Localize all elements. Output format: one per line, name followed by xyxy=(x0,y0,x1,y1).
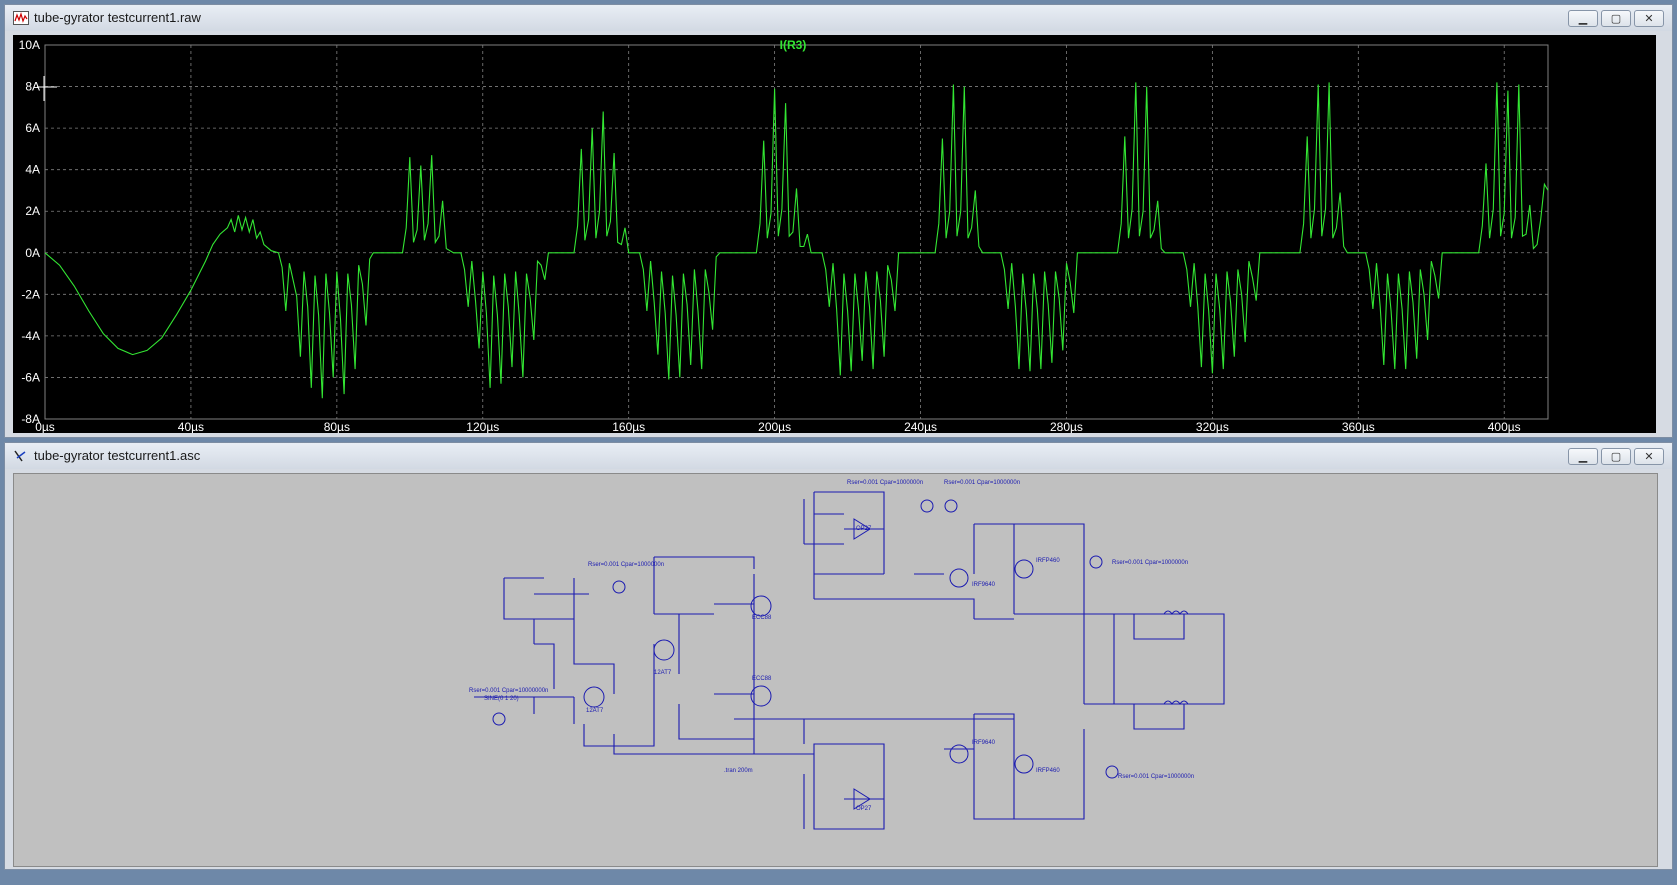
tube-label: 12AT7 xyxy=(654,670,672,676)
x-tick-label: 120µs xyxy=(466,420,499,433)
waveform-window[interactable]: tube-gyrator testcurrent1.raw ▁ ▢ ✕ 0µs 4… xyxy=(4,4,1673,438)
vsource-params-label: Rser=0.001 Cpar=1000000n xyxy=(1112,560,1188,566)
minimize-icon: ▁ xyxy=(1578,450,1588,463)
mosfet-irfp460-icon xyxy=(1014,559,1034,579)
vsource-params-label: Rser=0.001 Cpar=1000000n xyxy=(944,480,1020,486)
opamp-label: OP27 xyxy=(856,526,872,532)
close-icon: ✕ xyxy=(1644,12,1654,25)
trace-line[interactable] xyxy=(44,82,1549,399)
mosfet-irf9640-icon xyxy=(949,744,969,764)
schematic-titlebar[interactable]: tube-gyrator testcurrent1.asc ▁ ▢ ✕ xyxy=(5,443,1672,469)
x-tick-label: 320µs xyxy=(1196,420,1229,433)
inductor-icon xyxy=(1163,700,1189,705)
opamp-op27-icon xyxy=(853,788,871,810)
y-tick-label: -2A xyxy=(21,287,40,301)
x-tick-label: 160µs xyxy=(612,420,645,433)
plot-pane[interactable]: 0µs 40µs 80µs 120µs 160µs 200µs 240µs 280µs 320µ… xyxy=(13,35,1656,434)
tube-ecc88-icon xyxy=(750,685,772,707)
plot-frame xyxy=(44,44,1549,420)
schematic-components xyxy=(492,499,1189,810)
maximize-button[interactable]: ▢ xyxy=(1601,10,1631,27)
plot-axes: 0µs 40µs 80µs 120µs 160µs 200µs 240µs 280µs 320µ… xyxy=(19,38,1549,434)
x-tick-label: 40µs xyxy=(178,420,204,433)
voltage-source-icon xyxy=(944,499,958,513)
waveform-window-title: tube-gyrator testcurrent1.raw xyxy=(34,10,201,25)
schematic-canvas[interactable]: Rser=0.001 Cpar=1000000n Rser=0.001 Cpar… xyxy=(13,473,1658,867)
vsource-params-label: Rser=0.001 Cpar=10000000n xyxy=(469,688,548,694)
trace-name-label[interactable]: I(R3) xyxy=(780,38,807,52)
x-tick-label: 0µs xyxy=(35,420,55,433)
waveform-viewer-icon xyxy=(13,11,29,25)
maximize-button[interactable]: ▢ xyxy=(1601,448,1631,465)
maximize-icon: ▢ xyxy=(1610,12,1622,25)
voltage-source-icon xyxy=(492,712,506,726)
maximize-icon: ▢ xyxy=(1610,450,1622,463)
mosfet-irfp460-icon xyxy=(1014,754,1034,774)
mosfet-irf9640-icon xyxy=(949,568,969,588)
minimize-icon: ▁ xyxy=(1578,12,1588,25)
x-tick-label: 200µs xyxy=(758,420,791,433)
inductor-icon xyxy=(1163,610,1189,615)
voltage-source-icon xyxy=(1089,555,1103,569)
schematic-drawing[interactable]: Rser=0.001 Cpar=1000000n Rser=0.001 Cpar… xyxy=(14,474,1657,866)
x-tick-label: 80µs xyxy=(324,420,350,433)
trace-layer xyxy=(44,82,1549,399)
y-tick-label: 10A xyxy=(19,38,40,52)
y-tick-label: 8A xyxy=(25,80,40,94)
x-tick-label: 240µs xyxy=(904,420,937,433)
opamp-label: OP27 xyxy=(856,806,872,812)
y-tick-label: -6A xyxy=(21,370,40,384)
mosfet-label: IRF9640 xyxy=(972,582,996,588)
y-tick-label: 2A xyxy=(25,204,40,218)
tube-label: ECC88 xyxy=(752,676,772,682)
sine-source-label: SINE(0 1 20) xyxy=(484,696,519,702)
tran-directive-label: .tran 200m xyxy=(724,768,753,774)
waveform-plot[interactable]: 0µs 40µs 80µs 120µs 160µs 200µs 240µs 280µs 320µ… xyxy=(13,35,1656,434)
x-tick-label: 360µs xyxy=(1342,420,1375,433)
x-tick-label: 280µs xyxy=(1050,420,1083,433)
tube-12at7-icon xyxy=(583,686,605,708)
y-tick-label: 4A xyxy=(25,163,40,177)
schematic-window[interactable]: tube-gyrator testcurrent1.asc ▁ ▢ ✕ xyxy=(4,442,1673,870)
tube-label: 12AT7 xyxy=(586,708,604,714)
mosfet-label: IRFP460 xyxy=(1036,768,1060,774)
x-tick-label: 400µs xyxy=(1488,420,1521,433)
close-button[interactable]: ✕ xyxy=(1634,448,1664,465)
schematic-wires xyxy=(474,491,1225,830)
y-tick-label: -8A xyxy=(21,412,40,426)
minimize-button[interactable]: ▁ xyxy=(1568,448,1598,465)
mosfet-label: IRF9640 xyxy=(972,740,996,746)
tube-12at7-icon xyxy=(653,639,675,661)
schematic-window-title: tube-gyrator testcurrent1.asc xyxy=(34,448,201,463)
plot-grid xyxy=(45,45,1548,419)
voltage-source-icon xyxy=(1105,765,1119,779)
vsource-params-label: Rser=0.001 Cpar=1000000n xyxy=(1118,774,1194,780)
voltage-source-icon xyxy=(920,499,934,513)
minimize-button[interactable]: ▁ xyxy=(1568,10,1598,27)
tube-ecc88-icon xyxy=(750,595,772,617)
mosfet-label: IRFP460 xyxy=(1036,558,1060,564)
y-tick-label: 0A xyxy=(25,246,40,260)
waveform-titlebar[interactable]: tube-gyrator testcurrent1.raw ▁ ▢ ✕ xyxy=(5,5,1672,31)
vsource-params-label: Rser=0.001 Cpar=1000000n xyxy=(588,562,664,568)
cursor-crosshair xyxy=(37,76,57,101)
opamp-op27-icon xyxy=(853,518,871,540)
schematic-editor-icon xyxy=(14,450,26,462)
y-tick-label: 6A xyxy=(25,121,40,135)
schematic-labels: Rser=0.001 Cpar=1000000n Rser=0.001 Cpar… xyxy=(469,480,1194,812)
close-icon: ✕ xyxy=(1644,450,1654,463)
vsource-params-label: Rser=0.001 Cpar=1000000n xyxy=(847,480,923,486)
y-tick-label: -4A xyxy=(21,329,40,343)
voltage-source-icon xyxy=(612,580,626,594)
close-button[interactable]: ✕ xyxy=(1634,10,1664,27)
tube-label: ECC88 xyxy=(752,615,772,621)
